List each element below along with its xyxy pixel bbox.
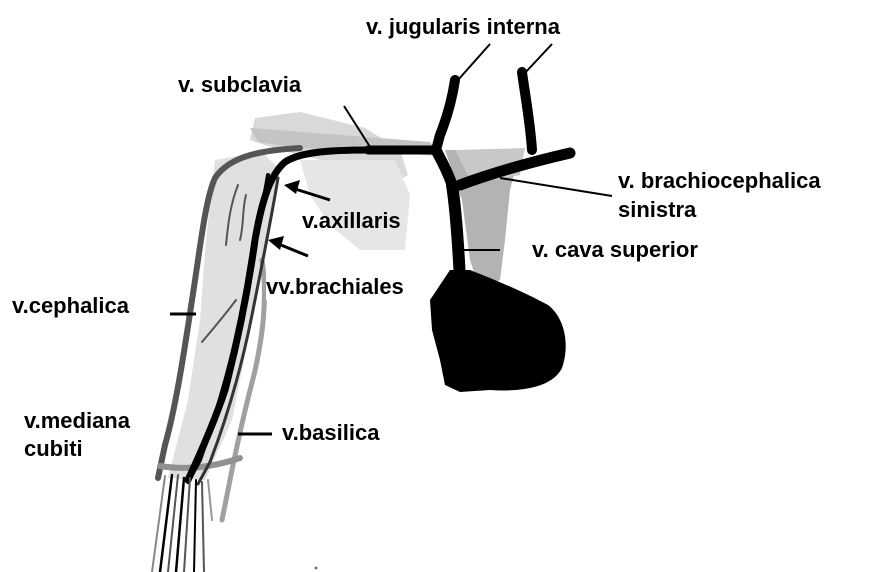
forearm-vein-6 (202, 482, 204, 572)
forearm-vein-5 (194, 480, 196, 572)
label-brachiales: vv.brachiales (266, 274, 404, 300)
label-jugularis-interna: v. jugularis interna (366, 14, 560, 40)
label-basilica: v.basilica (282, 420, 379, 446)
label-cava-superior: v. cava superior (532, 237, 698, 263)
label-brachiocephalica-line1: v. brachiocephalica (618, 168, 821, 194)
chest-wall-shape (300, 160, 410, 250)
heart-shape (430, 270, 566, 392)
brachiocephalica-leader (500, 178, 612, 196)
forearm-vein-7 (152, 476, 165, 572)
jugularis-leader-left (458, 44, 490, 80)
jugularis-leader-right (524, 44, 552, 74)
label-axillaris: v.axillaris (302, 208, 401, 234)
stray-dot (315, 567, 318, 570)
label-mediana-line2: cubiti (24, 436, 83, 462)
jugularis-interna-right (436, 80, 455, 150)
jugularis-interna-left (522, 72, 532, 150)
forearm-vein-4 (184, 478, 190, 572)
forearm-vein-8 (208, 480, 212, 520)
label-subclavia: v. subclavia (178, 72, 301, 98)
label-brachiocephalica-line2: sinistra (618, 197, 696, 223)
label-mediana-line1: v.mediana (24, 408, 130, 434)
brachiales-arrowhead (268, 236, 284, 250)
cava-superior-vein (452, 185, 460, 280)
forearm-veins (152, 475, 212, 572)
label-cephalica: v.cephalica (12, 293, 129, 319)
axillaris-arrowhead (284, 180, 300, 194)
